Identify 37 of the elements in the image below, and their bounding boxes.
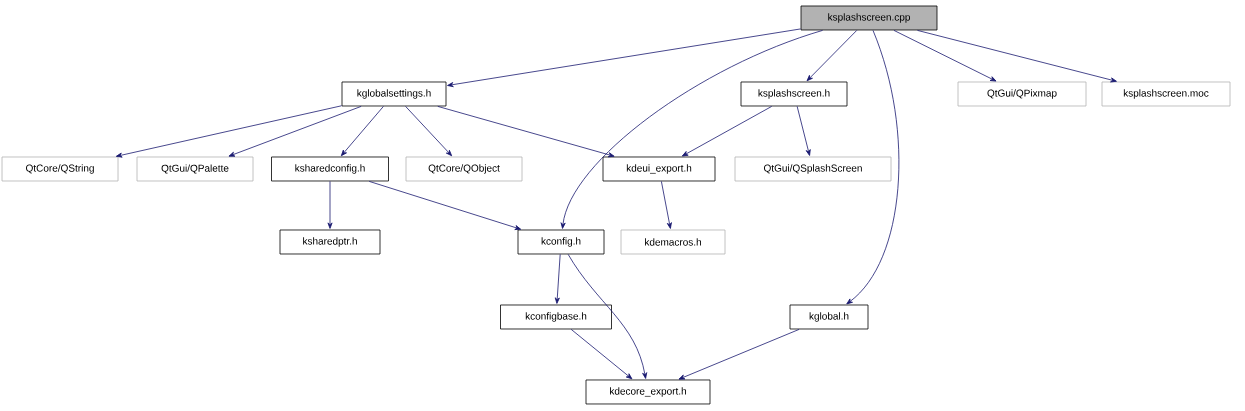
arrow [340, 106, 384, 157]
file-box: kglobalsettings.h [341, 81, 447, 107]
arrow [681, 106, 773, 157]
arrow [917, 30, 1117, 83]
file-box: ksplashscreen.h [740, 81, 848, 107]
file-box: kdemacros.h [620, 229, 726, 255]
file-box: ksplashscreen.cpp [800, 5, 938, 31]
file-box: kglobal.h [789, 304, 869, 330]
file-box: ksplashscreen.moc [1101, 81, 1231, 107]
arrow [447, 28, 801, 88]
file-box: QtCore/QObject [405, 156, 523, 182]
arrow [806, 30, 858, 82]
arrow [846, 30, 900, 305]
arrow [560, 30, 823, 229]
file-box: QtGui/QPalette [136, 156, 254, 182]
file-box: QtGui/QPixmap [957, 81, 1087, 107]
file-box: ksharedptr.h [279, 229, 381, 255]
arrow [115, 105, 342, 158]
arrow [327, 181, 333, 229]
arrow [570, 329, 633, 380]
arrow [567, 254, 648, 379]
file-box: QtCore/QString [1, 156, 119, 182]
arrow [893, 30, 997, 82]
arrow [437, 106, 615, 158]
arrow [405, 106, 453, 157]
file-box: kconfig.h [517, 229, 605, 255]
file-box: ksharedconfig.h [271, 156, 389, 182]
arrow [661, 181, 672, 229]
file-box: kconfigbase.h [500, 304, 612, 330]
arrow [554, 254, 561, 304]
arrow [796, 106, 811, 156]
arrow [678, 329, 800, 380]
arrow [228, 106, 362, 157]
file-box: QtGui/QSplashScreen [734, 156, 892, 182]
file-box: kdecore_export.h [585, 379, 711, 405]
arrow [368, 181, 522, 230]
file-box: kdeui_export.h [602, 156, 716, 182]
